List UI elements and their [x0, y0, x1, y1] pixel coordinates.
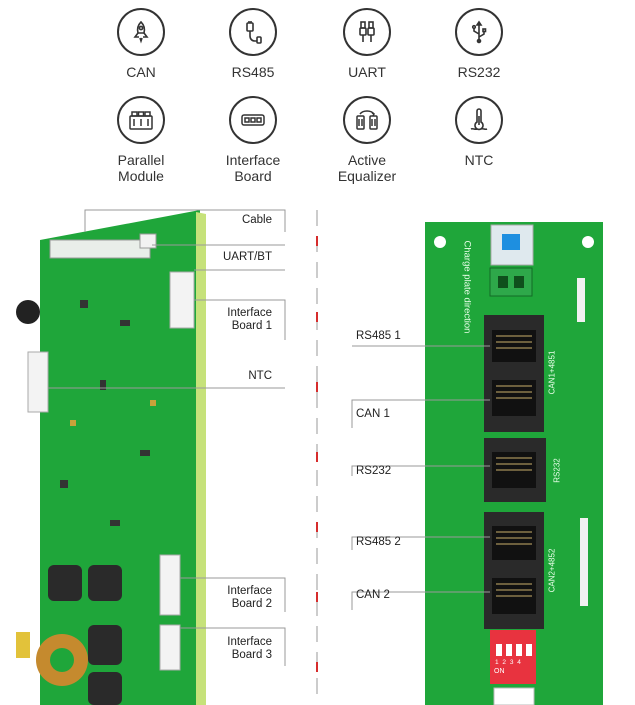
- capacitor: [88, 625, 122, 665]
- equalizer-icon: [343, 96, 391, 144]
- capacitor: [88, 565, 122, 601]
- buzzer: [16, 300, 40, 324]
- feature-label: Parallel Module: [117, 152, 165, 184]
- toggle-switch: [502, 234, 520, 250]
- ntc-connector: [27, 351, 49, 413]
- feature-interface-board: Interface Board: [198, 96, 308, 184]
- callout-interface-board-1: Interface Board 1: [227, 307, 272, 332]
- dip-switch: [490, 630, 536, 684]
- interface-board-icon: [229, 96, 277, 144]
- callout-interface-board-2: Interface Board 2: [227, 585, 272, 610]
- feature-ntc: NTC: [424, 96, 534, 168]
- capacitor: [88, 672, 122, 705]
- feature-parallel-module: Parallel Module: [86, 96, 196, 184]
- callout-ntc: NTC: [248, 370, 272, 382]
- right-pcb: [425, 222, 603, 705]
- battery-pack-icon: [117, 96, 165, 144]
- callout-can-1: CAN 1: [356, 408, 390, 420]
- power-terminal: [489, 267, 533, 297]
- callout-rs485-1: RS485 1: [356, 330, 401, 342]
- interface-board-1-connector: [169, 271, 195, 329]
- feature-label: RS485: [231, 64, 275, 80]
- cable-connector: [49, 239, 151, 259]
- callout-can-2: CAN 2: [356, 589, 390, 601]
- callout-cable: Cable: [241, 214, 272, 226]
- usb-cable-icon: [343, 8, 391, 56]
- feature-rs485: RS485: [198, 8, 308, 80]
- thermometer-icon: [455, 96, 503, 144]
- silk-rs232: RS232: [552, 458, 562, 483]
- callout-interface-board-3: Interface Board 3: [227, 636, 272, 661]
- dip-numbers-label: 1 2 3 4: [495, 659, 522, 666]
- callout-uart-bt: UART/BT: [223, 251, 272, 263]
- callout-rs485-2: RS485 2: [356, 536, 401, 548]
- interface-board-2-connector: [159, 554, 181, 616]
- feature-label: Active Equalizer: [337, 152, 397, 184]
- feature-active-equalizer: Active Equalizer: [312, 96, 422, 184]
- callout-rs232: RS232: [356, 465, 392, 477]
- feature-label: RS232: [457, 64, 501, 80]
- feature-label: UART: [348, 64, 386, 80]
- rocket-icon: [117, 8, 165, 56]
- feature-uart: UART: [312, 8, 422, 80]
- feature-rs232: RS232: [424, 8, 534, 80]
- capacitor: [48, 565, 82, 601]
- silk-can2-4852: CAN2+4852: [547, 548, 557, 593]
- silk-can1-4851: CAN1+4851: [547, 350, 557, 395]
- feature-can: CAN: [86, 8, 196, 80]
- feature-label: Interface Board: [225, 152, 281, 184]
- dip-on-label: ON: [494, 668, 505, 675]
- cable-plug-icon: [229, 8, 277, 56]
- charge-direction-label: Charge plate direction: [461, 240, 473, 334]
- usb-symbol-icon: [455, 8, 503, 56]
- feature-label: CAN: [126, 64, 156, 80]
- feature-label: NTC: [464, 152, 494, 168]
- left-pcb: [16, 210, 206, 705]
- interface-board-3-connector: [159, 624, 181, 671]
